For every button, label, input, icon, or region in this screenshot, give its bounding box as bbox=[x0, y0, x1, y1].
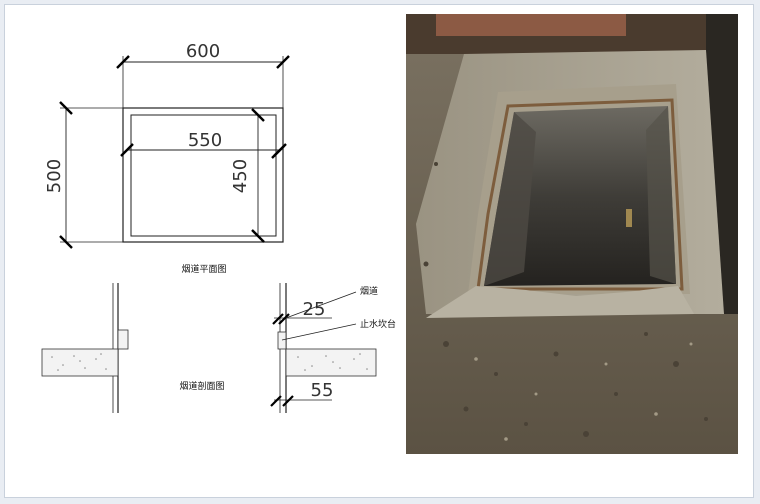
photo-shaft-fixture bbox=[626, 209, 632, 227]
plan-caption: 烟道平面图 bbox=[181, 263, 226, 275]
plan-inner-rect bbox=[130, 114, 277, 237]
flue-section-left bbox=[41, 283, 129, 413]
photo-shaft-left-wall bbox=[484, 112, 536, 286]
curb-section bbox=[277, 331, 287, 350]
dim-tick bbox=[59, 235, 73, 249]
dim-label-55: 55 bbox=[311, 380, 334, 401]
photo-debris bbox=[423, 162, 708, 437]
dim-tick bbox=[278, 313, 290, 325]
label-curb: 止水坎台 bbox=[360, 318, 396, 330]
dim-tick bbox=[120, 143, 134, 157]
dim-tick bbox=[251, 229, 265, 243]
dim-label-600: 600 bbox=[186, 41, 220, 62]
plan-outer-rect bbox=[122, 107, 284, 243]
dim-tick bbox=[271, 145, 285, 159]
slab-section bbox=[41, 348, 119, 377]
flue-opening-photo bbox=[406, 14, 738, 454]
dim-label-25: 25 bbox=[303, 299, 326, 320]
flue-section-right: 25 55 烟道 止水坎台 bbox=[270, 283, 396, 413]
photo-shaft-right-wall bbox=[646, 106, 676, 284]
dim-label-450: 450 bbox=[230, 159, 251, 193]
dim-label-550: 550 bbox=[188, 130, 222, 151]
label-flue: 烟道 bbox=[360, 285, 378, 297]
dim-tick bbox=[282, 395, 294, 407]
flue-plan-view: 600 550 500 450 烟道平面图 bbox=[44, 41, 290, 275]
dim-tick bbox=[270, 395, 282, 407]
leader-curb bbox=[281, 323, 357, 341]
dim-tick bbox=[116, 55, 130, 69]
leader-flue bbox=[285, 291, 357, 319]
slab-hatch bbox=[297, 353, 368, 371]
dim-tick bbox=[272, 313, 284, 325]
photo-brick-edge bbox=[436, 14, 626, 36]
slab-section bbox=[285, 348, 377, 377]
photo-rebar-rim bbox=[476, 98, 684, 291]
dim-label-500: 500 bbox=[44, 159, 65, 193]
dim-tick bbox=[59, 101, 73, 115]
photo-front-edge bbox=[426, 286, 694, 318]
photo-illustration bbox=[406, 14, 738, 454]
dim-tick bbox=[276, 55, 290, 69]
curb-section bbox=[117, 329, 129, 350]
section-caption: 烟道剖面图 bbox=[179, 380, 224, 392]
slab-hatch bbox=[51, 353, 107, 371]
dim-tick bbox=[251, 108, 265, 122]
photo-debris-light bbox=[474, 342, 693, 441]
